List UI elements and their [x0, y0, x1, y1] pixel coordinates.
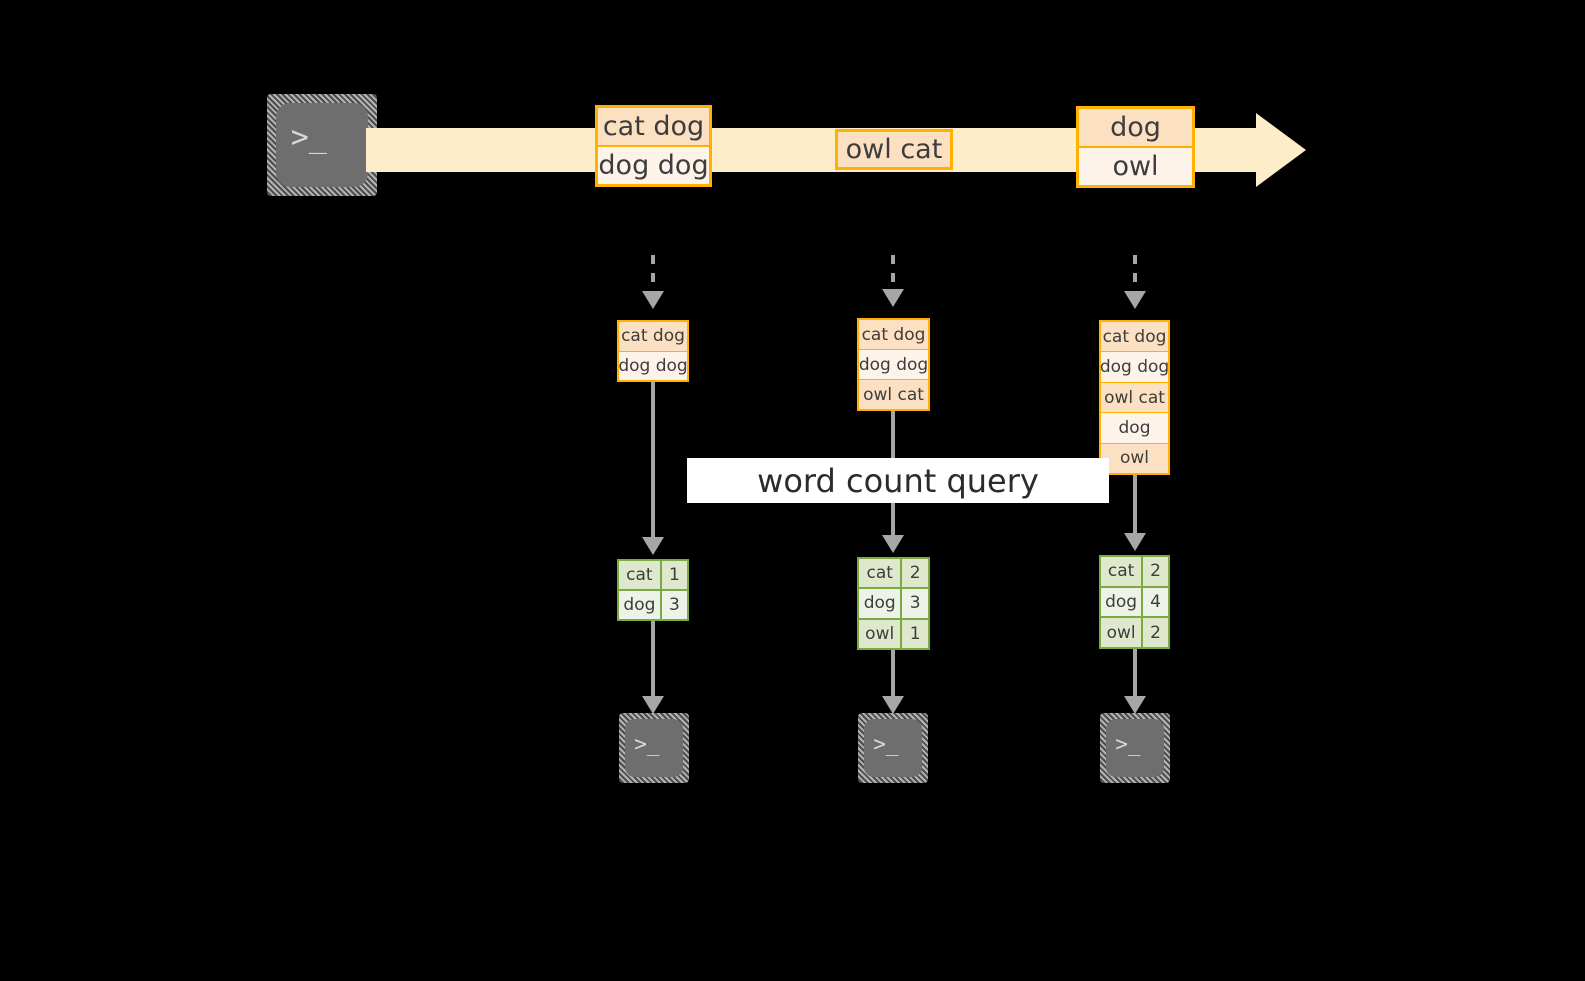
input-line: dog dog — [859, 349, 928, 379]
message-line: owl cat — [838, 132, 950, 167]
snapshot-3-query-arrow-head — [1124, 533, 1146, 551]
table-row: owl 1 — [859, 617, 928, 648]
snapshot-1-input-arrow-head — [642, 291, 664, 309]
snapshot-2-sink-arrow-head — [882, 696, 904, 714]
result-count: 2 — [1141, 557, 1168, 586]
message-line: dog — [1079, 109, 1192, 146]
input-line: cat dog — [1101, 322, 1168, 352]
message-line: cat dog — [598, 108, 709, 145]
table-row: owl 2 — [1101, 616, 1168, 648]
snapshot-2-sink-arrow-line — [891, 650, 895, 696]
snapshot-1-sink-arrow-line — [651, 621, 655, 696]
snapshot-2-input-arrow-head — [882, 289, 904, 307]
result-count: 1 — [659, 561, 687, 589]
input-line: cat dog — [859, 320, 928, 349]
input-line: dog — [1101, 412, 1168, 443]
snapshot-2-input-box[interactable]: cat dog dog dog owl cat — [857, 318, 930, 411]
snapshot-1-query-arrow-line — [651, 382, 655, 537]
snapshot-1-sink-terminal-icon: >_ — [619, 713, 689, 783]
result-word: dog — [1101, 587, 1142, 617]
result-count: 4 — [1141, 587, 1168, 617]
result-word: cat — [1101, 557, 1142, 586]
result-word: cat — [859, 559, 901, 588]
snapshot-2-query-arrow-head — [882, 535, 904, 553]
terminal-screen: >_ — [864, 719, 922, 777]
input-line: dog dog — [618, 350, 688, 380]
snapshot-3-result-table[interactable]: cat 2 dog 4 owl 2 — [1099, 555, 1170, 649]
query-label-text: word count query — [757, 461, 1039, 500]
result-count: 3 — [659, 591, 687, 619]
snapshot-3-input-box[interactable]: cat dog dog dog owl cat dog owl — [1099, 320, 1170, 475]
table-row: dog 3 — [619, 589, 687, 619]
query-label: word count query — [687, 458, 1109, 503]
terminal-screen: >_ — [276, 103, 368, 187]
snapshot-3-sink-terminal-icon: >_ — [1100, 713, 1170, 783]
result-word: dog — [619, 591, 660, 619]
result-word: dog — [859, 589, 901, 618]
terminal-prompt-text: >_ — [634, 732, 660, 757]
terminal-prompt-text: >_ — [1115, 732, 1141, 757]
terminal-screen: >_ — [1106, 719, 1164, 777]
stream-message-1[interactable]: cat dog dog dog — [595, 105, 712, 187]
input-line: cat dog — [619, 322, 687, 351]
snapshot-1-input-box[interactable]: cat dog dog dog — [617, 320, 689, 382]
result-count: 2 — [900, 559, 928, 588]
result-word: owl — [1101, 618, 1142, 648]
stream-message-2[interactable]: owl cat — [835, 129, 953, 170]
input-line: owl cat — [859, 379, 928, 409]
input-line: dog dog — [1100, 351, 1169, 382]
message-line: dog dog — [598, 145, 709, 184]
source-terminal-icon: >_ — [267, 94, 377, 196]
snapshot-3-sink-arrow-head — [1124, 696, 1146, 714]
result-count: 1 — [900, 619, 928, 648]
snapshot-2-sink-terminal-icon: >_ — [858, 713, 928, 783]
snapshot-3-query-arrow-line — [1133, 475, 1137, 533]
terminal-screen: >_ — [625, 719, 683, 777]
table-row: cat 2 — [859, 559, 928, 588]
snapshot-1-sink-arrow-head — [642, 696, 664, 714]
snapshot-1-input-arrow-line — [651, 255, 655, 291]
result-count: 2 — [1141, 618, 1168, 648]
terminal-prompt-text: >_ — [290, 120, 327, 156]
table-row: dog 4 — [1101, 585, 1168, 617]
stream-message-3[interactable]: dog owl — [1076, 106, 1195, 188]
snapshot-3-input-arrow-line — [1133, 255, 1137, 291]
snapshot-3-sink-arrow-line — [1133, 649, 1137, 696]
result-word: owl — [859, 619, 901, 648]
input-line: owl — [1101, 442, 1168, 474]
result-word: cat — [619, 561, 660, 589]
result-count: 3 — [900, 589, 928, 618]
terminal-prompt-text: >_ — [873, 732, 899, 757]
snapshot-3-input-arrow-head — [1124, 291, 1146, 309]
snapshot-1-result-table[interactable]: cat 1 dog 3 — [617, 559, 689, 621]
snapshot-2-input-arrow-line — [891, 255, 895, 289]
table-row: dog 3 — [859, 587, 928, 618]
input-line: owl cat — [1101, 381, 1168, 413]
table-row: cat 2 — [1101, 557, 1168, 586]
table-row: cat 1 — [619, 561, 687, 589]
snapshot-1-query-arrow-head — [642, 537, 664, 555]
snapshot-2-result-table[interactable]: cat 2 dog 3 owl 1 — [857, 557, 930, 650]
stream-arrowhead — [1256, 113, 1309, 187]
message-line: owl — [1079, 146, 1192, 185]
